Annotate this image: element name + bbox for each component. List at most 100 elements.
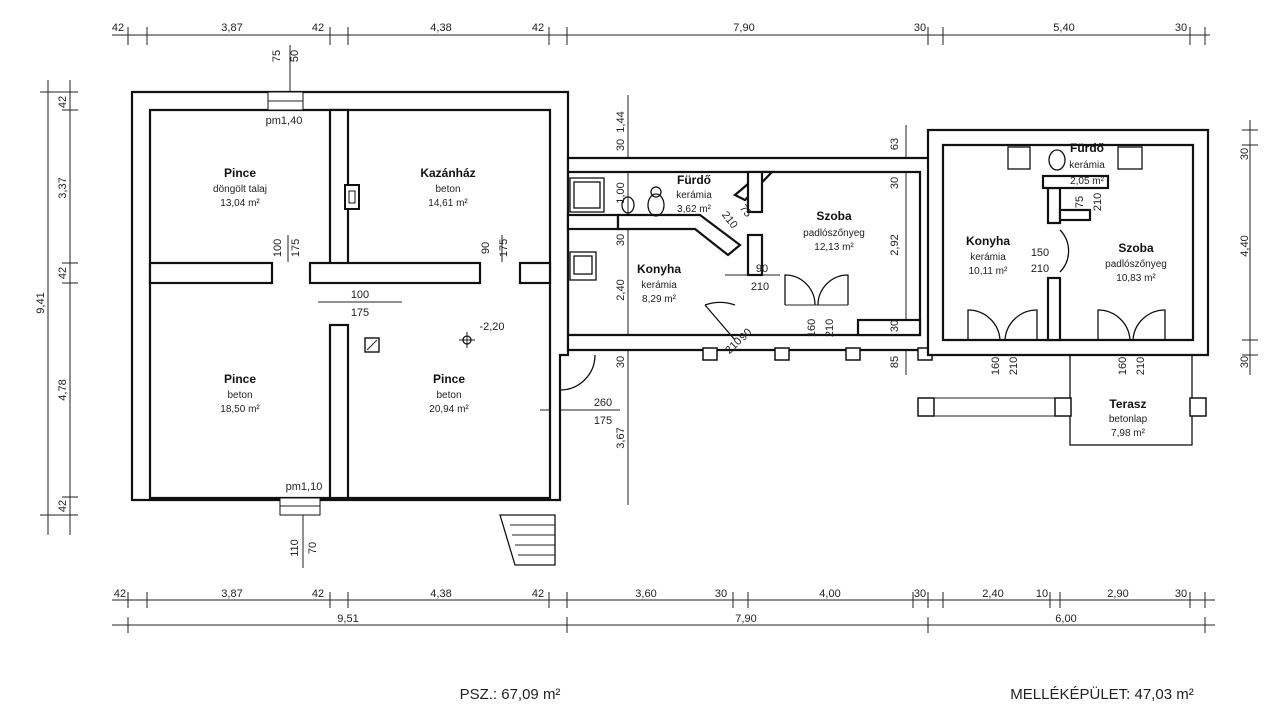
door-east-furdo-w: 75 (1074, 196, 1086, 208)
room-floor: kerámia (1069, 160, 1105, 171)
stove (569, 251, 597, 281)
room-terasz: Terasz betonlap 7,98 m² (1109, 397, 1148, 439)
room-floor: beton (436, 390, 461, 401)
room-area: 12,13 m² (814, 242, 854, 253)
dim-mid-1: 1,44 (615, 111, 627, 132)
dim-bottom-6: 30 (715, 588, 727, 600)
room-name: Szoba (1118, 241, 1154, 255)
room-name: Szoba (816, 209, 852, 223)
terrace-pier-1 (917, 397, 935, 417)
room-floor: padlószőnyeg (803, 228, 865, 239)
room-area: 10,11 m² (969, 266, 1008, 277)
window-top-h: 50 (289, 50, 301, 62)
room-szoba-mid: Szoba padlószőnyeg 12,13 m² (803, 209, 865, 253)
dim-mid-6: 3,67 (615, 427, 627, 448)
dim-vertical-labels: 42 3,37 42 4,78 42 9,41 30 1,44 1,00 30 … (35, 96, 1251, 512)
psz-total: PSZ.: 67,09 m² (460, 686, 561, 703)
door-kazan-w: 90 (480, 242, 492, 254)
dim-left-1: 3,37 (57, 177, 69, 198)
dim-bottom-7: 4,00 (819, 588, 840, 600)
dim-top-6: 30 (914, 22, 926, 34)
pier-2 (774, 347, 790, 361)
dim-bottom-11: 2,90 (1107, 588, 1128, 600)
dim-bottom-1: 3,87 (221, 588, 242, 600)
wall-interior-v2 (328, 323, 350, 500)
toilet (647, 193, 665, 217)
dim-bottom-10: 10 (1036, 588, 1048, 600)
dim-mid-3: 30 (615, 234, 627, 246)
dim-top-5: 7,90 (733, 22, 754, 34)
wall-mid-h1 (566, 213, 620, 231)
room-area: 2,05 m² (1070, 176, 1105, 187)
room-name: Pince (224, 166, 256, 180)
dim-top-3: 4,38 (430, 22, 451, 34)
door-szoba-out-h: 210 (824, 319, 836, 337)
door-east-szoba-out-h: 210 (1135, 357, 1147, 375)
door-szoba-out-w: 160 (806, 319, 818, 337)
door-east-konyha-out-w: 160 (990, 357, 1002, 375)
dim-bottom-9: 2,40 (982, 588, 1003, 600)
dim-left-0: 42 (57, 96, 69, 108)
dim-east-1: 30 (889, 177, 901, 189)
door-furdo-h: 210 (719, 209, 740, 231)
dim-right-1: 4,40 (1239, 235, 1251, 256)
dim-total-1: 7,90 (735, 613, 756, 625)
wall-mid-short (856, 318, 922, 337)
window-bottom-w: 110 (289, 539, 301, 557)
dim-left-2: 42 (57, 267, 69, 279)
dim-left-3: 4,78 (57, 379, 69, 400)
door-konyha-h: 210 (751, 281, 769, 293)
room-floor: beton (227, 390, 252, 401)
wall-east-v1 (1046, 186, 1062, 225)
room-floor: beton (435, 184, 460, 195)
room-floor: kerámia (641, 280, 677, 291)
room-name: Terasz (1109, 397, 1146, 411)
room-name: Konyha (637, 262, 681, 276)
dim-top-7: 5,40 (1053, 22, 1074, 34)
room-area: 14,61 m² (428, 198, 468, 209)
east-wing-wall (926, 128, 1210, 357)
room-area: 18,50 m² (220, 404, 260, 415)
door-east-konyha-out-h: 210 (1008, 357, 1020, 375)
room-furdo-mid: Fürdő kerámia 3,62 m² (676, 173, 712, 215)
room-szoba-east: Szoba padlószőnyeg 10,83 m² (1105, 241, 1167, 284)
dim-left-4: 42 (57, 500, 69, 512)
door-pince-w-w: 100 (272, 239, 284, 257)
dim-top-2: 42 (312, 22, 324, 34)
mellek-total: MELLÉKÉPÜLET: 47,03 m² (1010, 685, 1193, 703)
dim-top-8: 30 (1175, 22, 1187, 34)
walls (130, 90, 1210, 566)
room-name: Fürdő (677, 173, 711, 187)
room-floor: döngölt talaj (213, 184, 267, 195)
dim-top-0: 42 (112, 22, 124, 34)
door-konyha-w: 90 (756, 263, 768, 275)
door-center-w: 100 (351, 289, 369, 301)
room-area: 7,98 m² (1111, 428, 1146, 439)
bathtub (569, 177, 605, 213)
chimney (344, 184, 360, 210)
dim-right-2: 30 (1239, 356, 1251, 368)
dim-left-5: 9,41 (35, 292, 47, 313)
room-name: Konyha (966, 234, 1010, 248)
dim-mid-4: 2,40 (615, 279, 627, 300)
pm-top: pm1,40 (266, 115, 303, 127)
room-floor: kerámia (970, 252, 1006, 263)
door-furdo-w: 75 (737, 203, 754, 220)
east-toilet (1048, 149, 1066, 171)
dim-east-3: 30 (889, 320, 901, 332)
east-tub (1117, 146, 1143, 170)
stairs (499, 514, 556, 566)
dim-mid-5: 30 (615, 356, 627, 368)
room-floor: padlószőnyeg (1105, 259, 1167, 270)
room-kazanhaz: Kazánház beton 14,61 m² (420, 166, 475, 209)
window-bottom-h: 70 (307, 542, 319, 554)
room-area: 3,62 m² (677, 204, 712, 215)
dim-right-0: 30 (1239, 148, 1251, 160)
east-shower (1007, 146, 1031, 170)
room-konyha-east: Konyha kerámia 10,11 m² (966, 234, 1010, 277)
dim-east-2: 2,92 (889, 234, 901, 255)
room-area: 13,04 m² (220, 198, 260, 209)
dim-top-labels: 42 3,87 42 4,38 42 7,90 30 5,40 30 (112, 22, 1187, 34)
opening-labels: 75 50 pm1,40 100 175 90 175 100 175 -2,2… (266, 50, 1147, 557)
room-name: Pince (433, 372, 465, 386)
